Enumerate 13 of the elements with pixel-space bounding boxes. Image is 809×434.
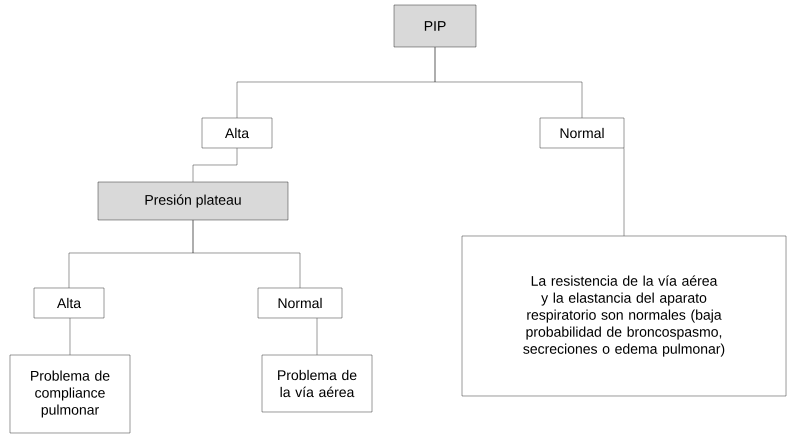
outcome-box: Problema de compliance pulmonar — [10, 354, 130, 434]
outcome-box: Normal — [540, 118, 624, 148]
decision-box: PIP — [394, 4, 476, 48]
connector-line — [192, 220, 300, 288]
outcome-box: La resistencia de la vía aérea y la elastancia del aparato respiratorio son normales (baja probabilidad de broncospasmo, secreciones o edema pulmonar) — [462, 236, 786, 396]
outcome-box: Alta — [34, 288, 104, 318]
outcome-box: Alta — [202, 118, 272, 148]
connector-line — [192, 148, 238, 182]
outcome-box: Problema de la vía aérea — [262, 354, 372, 412]
decision-box: Presión plateau — [98, 182, 288, 220]
outcome-box: Normal — [258, 288, 342, 318]
connector-line — [316, 318, 318, 355]
connector-line — [434, 47, 582, 118]
